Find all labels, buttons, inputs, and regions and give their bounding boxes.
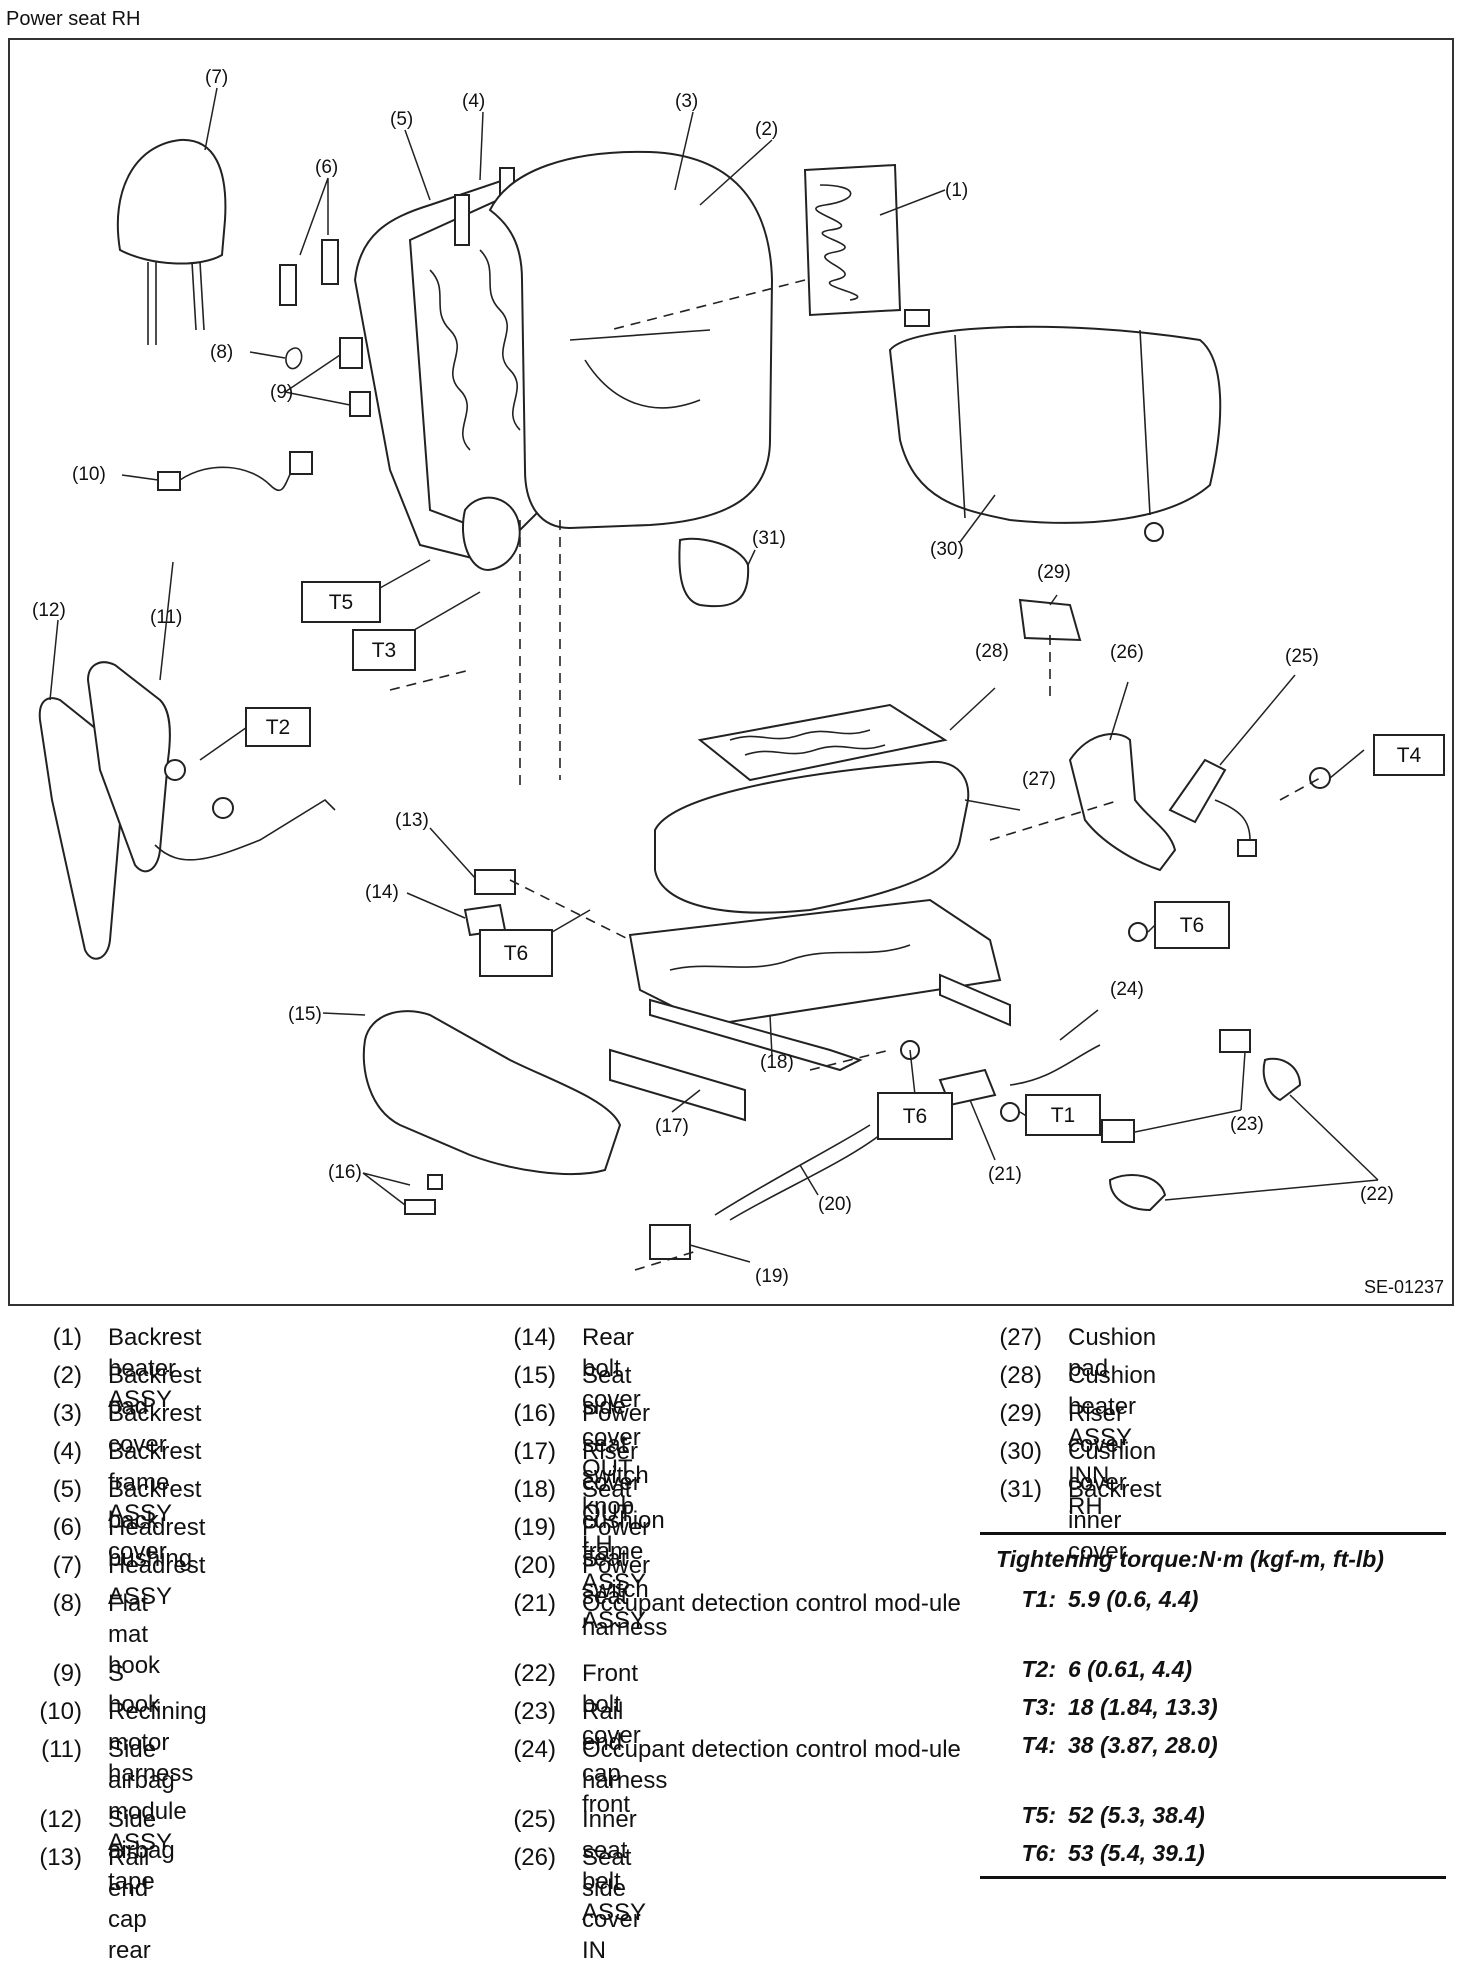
backrest-heater-drawing (803, 163, 930, 327)
callout-30: (30) (930, 539, 964, 560)
callout-14: (14) (365, 882, 399, 903)
exploded-diagram: (7) (4) (3) (5) (2) (6) (1) (8) (9) (10)… (8, 38, 1454, 1306)
seat-side-cover-in-drawing (1068, 733, 1177, 872)
callout-5: (5) (390, 109, 413, 130)
callout-17: (17) (655, 1116, 689, 1137)
power-seat-harness-drawing (714, 1124, 881, 1221)
torque-box-t6-center: T6 (877, 1092, 953, 1140)
svg-text:T6: T6 (1180, 914, 1205, 937)
callout-9: (9) (270, 382, 293, 403)
diagram-drawing: (7) (4) (3) (5) (2) (6) (1) (8) (9) (10)… (32, 67, 1445, 1287)
callout-2: (2) (755, 119, 778, 140)
callout-1: (1) (945, 180, 968, 201)
switch-knob-drawing (427, 1174, 443, 1190)
callout-21: (21) (988, 1164, 1022, 1185)
callout-31: (31) (752, 528, 786, 549)
side-airbag-module-drawing (86, 661, 171, 873)
rail-end-cap-rear-drawing (474, 869, 516, 895)
torque-box-t6-left: T6 (479, 929, 553, 977)
inner-seat-belt-drawing (1168, 758, 1257, 857)
callout-24: (24) (1110, 979, 1144, 1000)
cushion-cover-drawing (888, 325, 1222, 524)
callout-26: (26) (1110, 642, 1144, 663)
svg-text:T5: T5 (329, 591, 354, 614)
s-hook-drawing (339, 337, 371, 417)
callout-22: (22) (1360, 1184, 1394, 1205)
callout-28: (28) (975, 641, 1009, 662)
riser-cover-out-drawing (609, 1048, 746, 1122)
torque-box-t2: T2 (245, 707, 311, 747)
torque-box-t3: T3 (352, 629, 416, 671)
svg-text:T4: T4 (1397, 744, 1422, 767)
seat-side-cover-out-drawing (362, 1010, 622, 1175)
svg-text:T1: T1 (1051, 1104, 1076, 1127)
callout-3: (3) (675, 91, 698, 112)
reclining-motor-harness-drawing (157, 451, 313, 492)
backrest-inner-cover-drawing (678, 537, 750, 608)
callout-23: (23) (1230, 1114, 1264, 1135)
rail-end-cap-front-drawing (1219, 1029, 1251, 1053)
callout-8: (8) (210, 342, 233, 363)
torque-top-rule (980, 1532, 1446, 1535)
callout-19: (19) (755, 1266, 789, 1287)
callout-16: (16) (328, 1162, 362, 1183)
seat-cushion-frame-drawing (628, 898, 1011, 1072)
callout-7: (7) (205, 67, 228, 88)
parts-legend: (1)Backrest heater ASSY (2)Backrest pad … (0, 1322, 1472, 1964)
headrest-bushing-drawing (279, 239, 339, 306)
flat-mat-hook-drawing (285, 347, 303, 370)
torque-heading: Tightening torque:N·m (kgf-m, ft-lb) (996, 1546, 1384, 1572)
torque-box-t6-right: T6 (1154, 901, 1230, 949)
callout-27: (27) (1022, 769, 1056, 790)
recliner-bracket-drawing (461, 496, 521, 572)
svg-text:T6: T6 (903, 1105, 928, 1128)
front-bolt-cover-drawing (1262, 1057, 1302, 1102)
occupant-detection-harness-drawing (1009, 1044, 1101, 1086)
svg-text:T2: T2 (266, 716, 291, 739)
power-seat-switch-drawing (649, 1224, 691, 1260)
figure-id: SE-01237 (1363, 1277, 1444, 1297)
callout-6: (6) (315, 157, 338, 178)
torque-box-t4: T4 (1373, 734, 1445, 776)
callout-15: (15) (288, 1004, 322, 1025)
callout-18: (18) (760, 1052, 794, 1073)
callout-29: (29) (1037, 562, 1071, 583)
backrest-cover-drawing (488, 150, 774, 530)
callout-10: (10) (72, 464, 106, 485)
callout-4: (4) (462, 91, 485, 112)
callout-11: (11) (150, 607, 182, 628)
callout-20: (20) (818, 1194, 852, 1215)
torque-box-t1: T1 (1025, 1094, 1101, 1136)
svg-text:T3: T3 (372, 639, 397, 662)
torque-box-t5: T5 (301, 581, 381, 623)
riser-cover-inn-drawing (1018, 598, 1082, 642)
page-title: Power seat RH (6, 8, 141, 30)
cushion-heater-drawing (697, 703, 948, 782)
callout-12: (12) (32, 600, 66, 621)
torque-bottom-rule (980, 1876, 1446, 1879)
callout-25: (25) (1285, 646, 1319, 667)
svg-text:T6: T6 (504, 942, 529, 965)
headrest-drawing (116, 138, 227, 345)
callout-13: (13) (395, 810, 429, 831)
cushion-pad-drawing (654, 760, 970, 914)
